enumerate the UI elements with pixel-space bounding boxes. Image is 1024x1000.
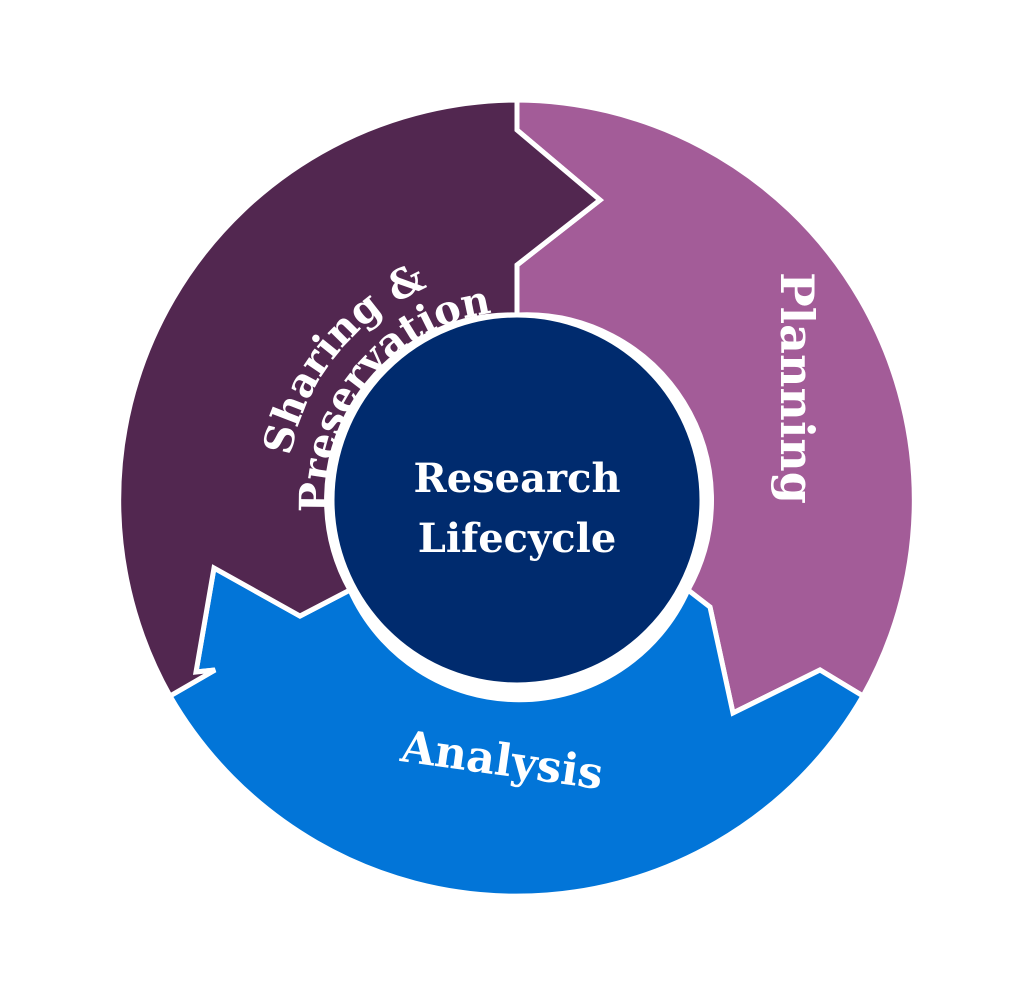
- center-title-line2: Lifecycle: [418, 515, 617, 562]
- sharing-preservation-segment: [116, 97, 604, 700]
- planning-label: Planning: [770, 272, 824, 504]
- planning-segment: [514, 97, 917, 717]
- center-circle: [329, 312, 705, 688]
- analysis-segment: [166, 564, 867, 899]
- center-title-line1: Research: [413, 455, 620, 502]
